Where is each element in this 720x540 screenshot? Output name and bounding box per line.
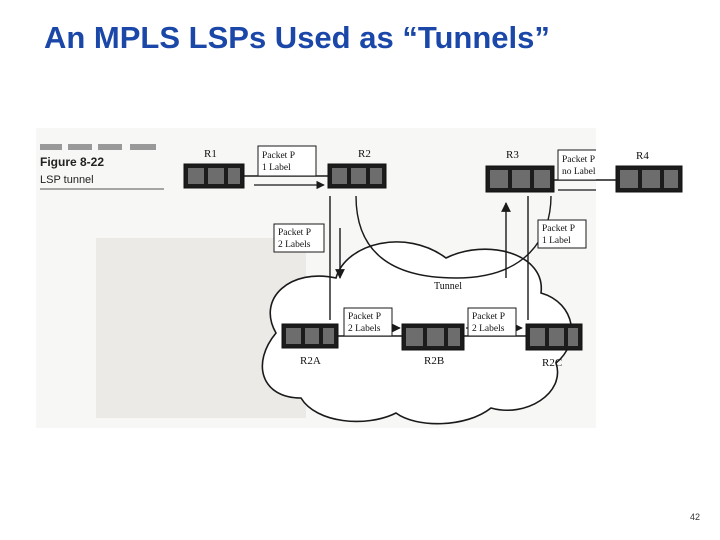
page-number: 42 xyxy=(689,512,700,522)
router-r2c: R2C xyxy=(525,323,583,369)
figure-number: Figure 8-22 xyxy=(40,155,104,169)
router-label-r2c: R2C xyxy=(542,357,562,369)
packet-box-r2b-r2c: Packet P 2 Labels xyxy=(467,307,517,337)
packet-box-r1-r2: Packet P 1 Label xyxy=(257,145,317,177)
router-r4-visual: R4 xyxy=(615,150,683,193)
router-r2a: R2A xyxy=(281,323,339,367)
packet-line: 2 Labels xyxy=(348,324,381,334)
router-label-r2: R2 xyxy=(358,148,371,160)
figure-caption: LSP tunnel xyxy=(40,174,94,186)
router-r1: R1 xyxy=(183,148,245,189)
figure-canvas: Figure 8-22 LSP tunnel Tunnel R1 xyxy=(40,144,596,425)
packet-line: Packet P xyxy=(472,312,505,322)
router-label-r4: R4 xyxy=(636,150,649,162)
router-r2: R2 xyxy=(327,148,387,189)
header-bar xyxy=(40,144,62,150)
header-bar xyxy=(68,144,92,150)
router-r3: R3 xyxy=(485,149,555,193)
tunnel-label: Tunnel xyxy=(434,281,462,292)
packet-line: Packet P xyxy=(542,224,575,234)
router-label-r1: R1 xyxy=(204,148,217,160)
packet-box-r2-down: Packet P 2 Labels xyxy=(273,223,325,253)
packet-box-r2c-up: Packet P 1 Label xyxy=(537,219,587,249)
packet-box-r2a-r2b: Packet P 2 Labels xyxy=(343,307,393,337)
packet-line: Packet P xyxy=(262,151,295,161)
slide-title: An MPLS LSPs Used as “Tunnels” xyxy=(44,20,550,55)
router-label-r2a: R2A xyxy=(300,355,321,367)
packet-line: 2 Labels xyxy=(278,240,311,250)
packet-line: 1 Label xyxy=(542,236,571,246)
packet-line: Packet P xyxy=(278,228,311,238)
header-bar xyxy=(130,144,156,150)
router-label-r3: R3 xyxy=(506,149,519,161)
packet-line: 1 Label xyxy=(262,163,291,173)
router-label-r2b: R2B xyxy=(424,355,444,367)
mpls-tunnel-figure: Figure 8-22 LSP tunnel Tunnel R1 xyxy=(36,128,596,428)
packet-box-r3-r4: Packet P no Label xyxy=(557,149,596,181)
header-bar xyxy=(98,144,122,150)
packet-line: no Label xyxy=(562,167,596,177)
packet-line: Packet P xyxy=(348,312,381,322)
router-r2b: R2B xyxy=(401,323,465,367)
packet-line: Packet P xyxy=(562,155,595,165)
figure-header: Figure 8-22 LSP tunnel xyxy=(40,144,164,190)
packet-line: 2 Labels xyxy=(472,324,505,334)
